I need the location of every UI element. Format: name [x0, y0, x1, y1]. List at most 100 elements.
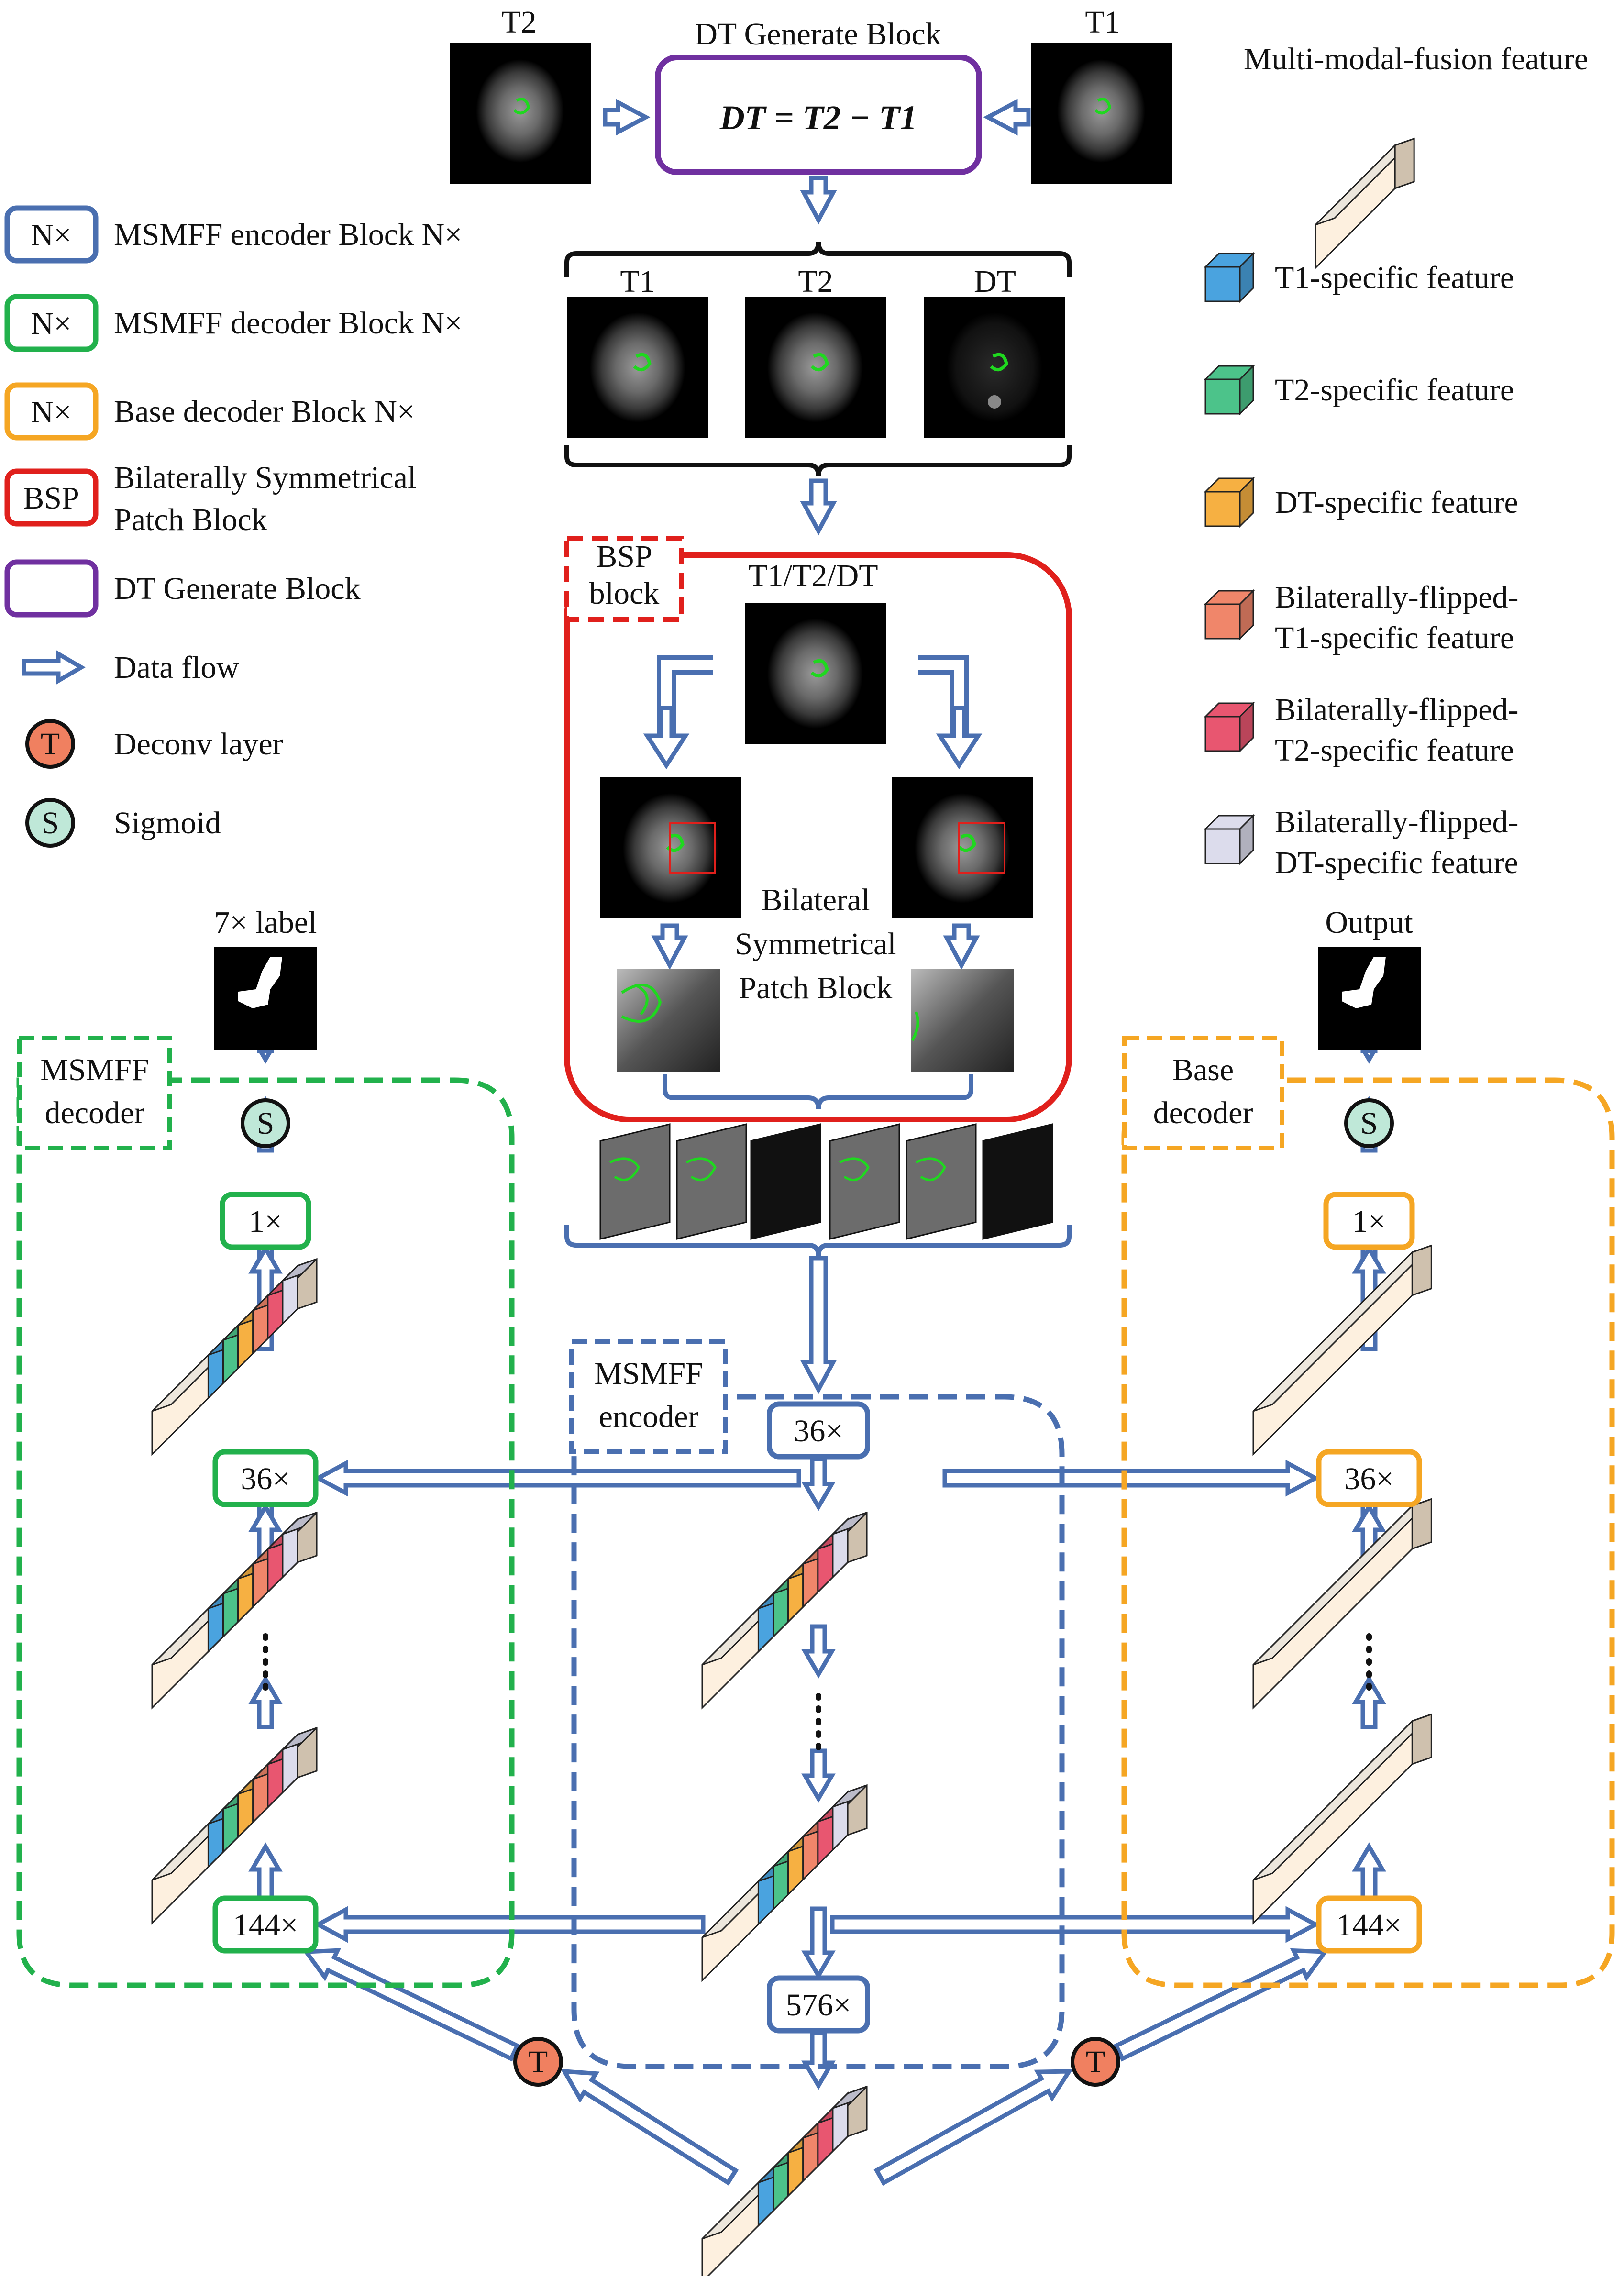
cube-side — [1239, 364, 1254, 416]
bar-end — [1411, 1498, 1432, 1550]
output-caption: Output — [1325, 905, 1413, 940]
base-decoder-tag — [1122, 1036, 1284, 1150]
column-arrow-16 — [801, 1457, 836, 1511]
legend-left-item-0: N× MSMFF encoder Block N× — [4, 205, 462, 264]
bar-top — [1252, 1245, 1432, 1412]
bsp-input-image — [745, 603, 886, 744]
cube-side — [1239, 476, 1254, 528]
base-decoder-bar-3 — [1252, 1713, 1432, 1925]
multimodal-fusion-bar-icon — [1315, 137, 1415, 270]
encoder-bar-2 — [701, 1784, 868, 1982]
legend-swatch — [4, 468, 99, 527]
column-arrow-6 — [248, 1675, 283, 1729]
msmff-encoder-tag-line2: encoder — [599, 1399, 699, 1434]
bsp-caption-line2: Symmetrical — [735, 927, 896, 962]
cube-front — [1204, 716, 1241, 752]
base-decoder-block-1x-label: 1× — [1352, 1204, 1386, 1239]
label-image — [214, 947, 317, 1050]
bsp-right-down-arrow — [943, 923, 980, 970]
base-decoder-bar-2 — [1252, 1498, 1432, 1710]
column-arrow-14 — [1352, 1675, 1386, 1729]
legend-swatch — [4, 382, 99, 441]
bar-end — [1394, 137, 1415, 189]
t1-caption: T1 — [1085, 5, 1120, 40]
label-caption: 7× label — [214, 905, 317, 940]
brace-label-t2: T2 — [798, 264, 833, 299]
msmff-encoder-tag-line1: MSMFF — [594, 1356, 703, 1391]
patch-slice — [599, 1123, 671, 1240]
bar-segment-top — [282, 1727, 318, 1750]
legend-op-letter: T — [41, 727, 60, 762]
to-bsp-arrow — [800, 478, 837, 536]
column-arrow-19 — [801, 1906, 836, 1980]
msmff-decoder-tag-line1: MSMFF — [40, 1052, 149, 1087]
legend-right-item-4: Bilaterally-flipped-T2-specific feature — [1204, 692, 1518, 768]
bar-top — [1252, 1714, 1432, 1881]
patch-contour — [915, 1157, 946, 1182]
legend-right-title: Multi-modal-fusion feature — [1244, 42, 1588, 77]
bsp-caption-line1: Bilateral — [761, 883, 870, 918]
skip-144x-left-arrow — [313, 1906, 706, 1943]
cube-front — [1204, 828, 1241, 864]
sigmoid-op-left-letter: S — [257, 1106, 275, 1141]
sigmoid-op-right-letter: S — [1360, 1106, 1378, 1141]
base-decoder-block-144x-label: 144× — [1337, 1908, 1402, 1943]
t1-image — [567, 297, 708, 438]
legend-label-line1: Bilaterally Symmetrical — [114, 460, 416, 495]
msmff-decoder-bar-2 — [151, 1511, 318, 1710]
base-decoder-tag-line2: decoder — [1153, 1095, 1253, 1130]
base-decoder-block-36x-label: 36× — [1344, 1461, 1393, 1496]
encoder-bar-3 — [701, 2085, 868, 2278]
legend-tag: BSP — [23, 481, 79, 516]
cube-side — [1239, 701, 1254, 753]
bsp-tag-line2: block — [589, 576, 660, 611]
legend-arrow-icon — [22, 650, 86, 685]
bsp-right-image — [892, 777, 1033, 918]
msmff-decoder-block-144x-label: 144× — [233, 1908, 298, 1943]
bsp-tag-line1: BSP — [596, 539, 652, 574]
legend-right-label-line2: T2-specific feature — [1275, 733, 1514, 768]
sigmoid-op-right: S — [1344, 1098, 1394, 1148]
sigmoid-op-left: S — [241, 1098, 290, 1148]
deconv-right-up-arrow — [1113, 1948, 1329, 2062]
legend-tag: N× — [31, 218, 72, 253]
legend-swatch — [4, 559, 99, 618]
patch-slice — [829, 1123, 900, 1240]
base-decoder-block-36x: 36× — [1316, 1449, 1422, 1507]
dt-block-title: DT Generate Block — [695, 17, 941, 52]
legend-right-item-3: Bilaterally-flipped-T1-specific feature — [1204, 580, 1518, 655]
bsp-block-tag — [564, 536, 684, 622]
encoder-block-576x: 576× — [767, 1975, 870, 2034]
bar-segment-top — [832, 1784, 868, 1808]
base-decoder-block-1x: 1× — [1323, 1192, 1415, 1250]
legend-swatch — [4, 205, 99, 264]
bottom-brace — [564, 445, 1072, 476]
cube-front — [1204, 491, 1241, 527]
legend-right-label: T1-specific feature — [1275, 260, 1514, 295]
cube-side — [1239, 589, 1254, 641]
msmff-decoder-block-144x: 144× — [212, 1895, 319, 1954]
column-arrow-7 — [248, 1842, 283, 1906]
t1-to-dt-arrow — [983, 99, 1031, 136]
deconv-left-up-arrow — [302, 1948, 520, 2062]
legend-label: MSMFF decoder Block N× — [114, 306, 462, 341]
encoder-block-576x-label: 576× — [786, 1988, 851, 2023]
encoder-block-36x: 36× — [767, 1401, 870, 1460]
legend-right-label: DT-specific feature — [1275, 485, 1518, 520]
legend-op-letter: S — [42, 806, 59, 840]
legend-label-line2: Patch Block — [114, 502, 267, 537]
patch-slice — [982, 1123, 1053, 1240]
legend-left-item-4: DT Generate Block — [4, 559, 361, 618]
base-decoder-block-144x: 144× — [1316, 1895, 1422, 1954]
base-decoder-tag-line1: Base — [1172, 1052, 1234, 1087]
msmff-decoder-tag-line2: decoder — [45, 1095, 145, 1130]
column-arrow-18 — [801, 1748, 836, 1803]
legend-right-label: T2-specific feature — [1275, 373, 1514, 408]
skip-36x-left-arrow — [313, 1460, 801, 1497]
legend-label: MSMFF encoder Block N× — [114, 217, 462, 252]
patch-contour — [609, 1157, 640, 1182]
legend-right-item-2: DT-specific feature — [1204, 476, 1518, 528]
output-image — [1318, 947, 1421, 1050]
